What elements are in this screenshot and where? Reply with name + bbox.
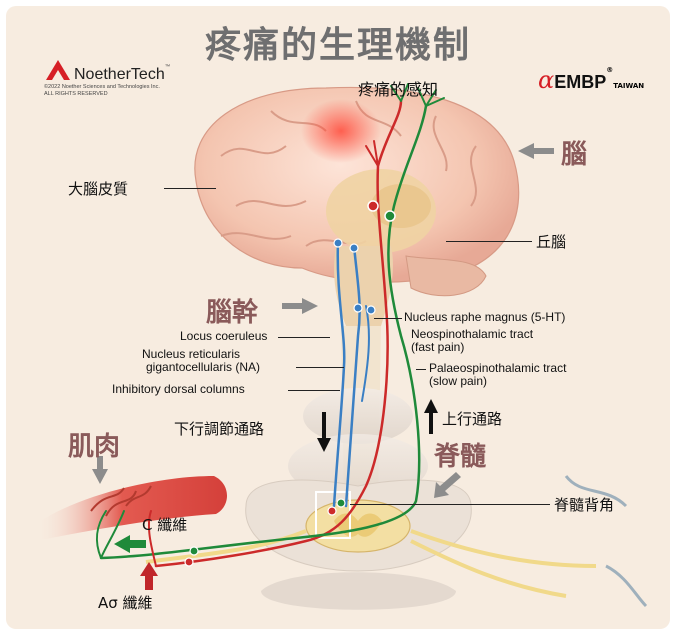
embp-alpha: α	[538, 66, 554, 94]
arrow-right-icon	[282, 298, 318, 314]
noethertech-rights: ALL RIGHTS RESERVED	[44, 91, 108, 98]
label-pain-perception: 疼痛的感知	[358, 76, 438, 100]
label-nucleus-reticularis-2: gigantocellularis (NA)	[146, 361, 260, 374]
pain-illustration	[6, 6, 670, 629]
label-thalamus: 丘腦	[536, 231, 566, 252]
page-title: 疼痛的生理機制	[6, 16, 670, 68]
noethertech-copyright: ©2022 Noether Sciences and Technologies …	[44, 84, 160, 91]
embp-logo: αEMBP®TAIWAN	[538, 66, 644, 94]
leader-thalamus	[446, 241, 532, 242]
label-brain: 腦	[561, 134, 587, 171]
brain	[195, 87, 519, 326]
arrow-left-icon	[114, 535, 146, 553]
label-locus-coeruleus: Locus coeruleus	[180, 330, 267, 343]
embp-name: EMBP	[554, 72, 606, 92]
label-spinal-cord: 脊髓	[434, 436, 486, 473]
leader-cortex	[164, 188, 216, 189]
label-ascending: 上行通路	[442, 408, 502, 429]
arrow-left-icon	[518, 143, 554, 159]
label-nucleus-raphe: Nucleus raphe magnus (5-HT)	[404, 311, 565, 324]
diagram-frame: 疼痛的生理機制 NoetherTech™ ©2022 Noether Scien…	[6, 6, 670, 629]
label-cerebral-cortex: 大腦皮質	[68, 178, 128, 199]
label-palaeospinothalamic-2: (slow pain)	[429, 375, 487, 388]
label-inhibitory: Inhibitory dorsal columns	[112, 383, 245, 396]
noethertech-tm: ™	[165, 64, 171, 70]
leader-reticularis	[296, 367, 344, 368]
leader-inhibitory	[288, 390, 340, 391]
noethertech-name: NoetherTech	[74, 66, 165, 83]
leader-raphe	[374, 318, 402, 319]
label-dorsal-horn: 脊髓背角	[554, 494, 614, 515]
label-c-fiber: C 纖維	[142, 514, 187, 535]
label-neospinothalamic-2: (fast pain)	[411, 341, 464, 354]
label-a-delta-fiber: Aσ 纖維	[98, 592, 153, 613]
leader-locus	[278, 337, 330, 338]
muscle	[36, 476, 227, 541]
embp-tm: ®	[606, 66, 613, 74]
leader-palaeo	[416, 369, 426, 370]
embp-region: TAIWAN	[613, 82, 644, 90]
noethertech-logo: NoetherTech™	[74, 64, 170, 84]
label-descending: 下行調節通路	[174, 418, 264, 439]
label-brainstem: 腦幹	[206, 292, 258, 329]
leader-dorsal-horn	[350, 504, 550, 505]
label-muscle: 肌肉	[68, 426, 120, 463]
arrow-up-icon	[424, 399, 438, 434]
